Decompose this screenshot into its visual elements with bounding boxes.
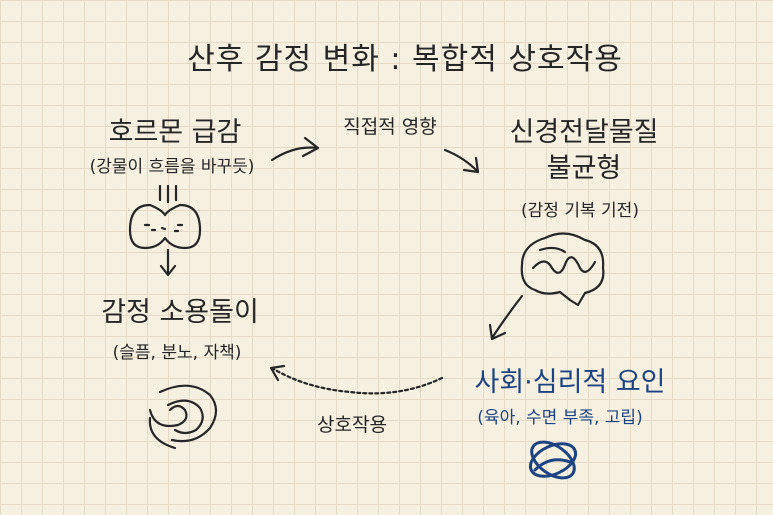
social-sub: (육아, 수면 부족, 고립) [477, 408, 643, 428]
interaction-label: 상호작용 [317, 414, 387, 436]
neuro-sub: (감정 기복 기전) [521, 201, 639, 221]
arrow-social-to-emotion [269, 364, 444, 395]
hormone-label: 호르몬 급감 [108, 117, 242, 148]
emotion-label: 감정 소용돌이 [101, 297, 259, 328]
hormone-sub: (강물이 흐름을 바꾸듯) [89, 157, 255, 177]
diagram-title: 산후 감정 변화 : 복합적 상호작용 [187, 42, 623, 77]
knot-icon [528, 440, 578, 480]
emotion-sub: (슬픔, 분노, 자책) [112, 343, 242, 363]
arrow-hormone-to-emotion [159, 248, 177, 277]
spiral-icon [148, 384, 218, 450]
thyroid-icon [128, 184, 202, 250]
arrow-direct-to-neuro [443, 148, 480, 174]
neuro-label-2: 불균형 [546, 153, 622, 184]
direct-effect-label: 직접적 영향 [343, 116, 437, 138]
social-label: 사회·심리적 요인 [474, 367, 666, 398]
brain-icon [520, 232, 605, 307]
arrow-neuro-to-social [488, 294, 524, 341]
arrow-hormone-to-direct [270, 136, 320, 162]
neuro-label-1: 신경전달물질 [509, 117, 659, 148]
